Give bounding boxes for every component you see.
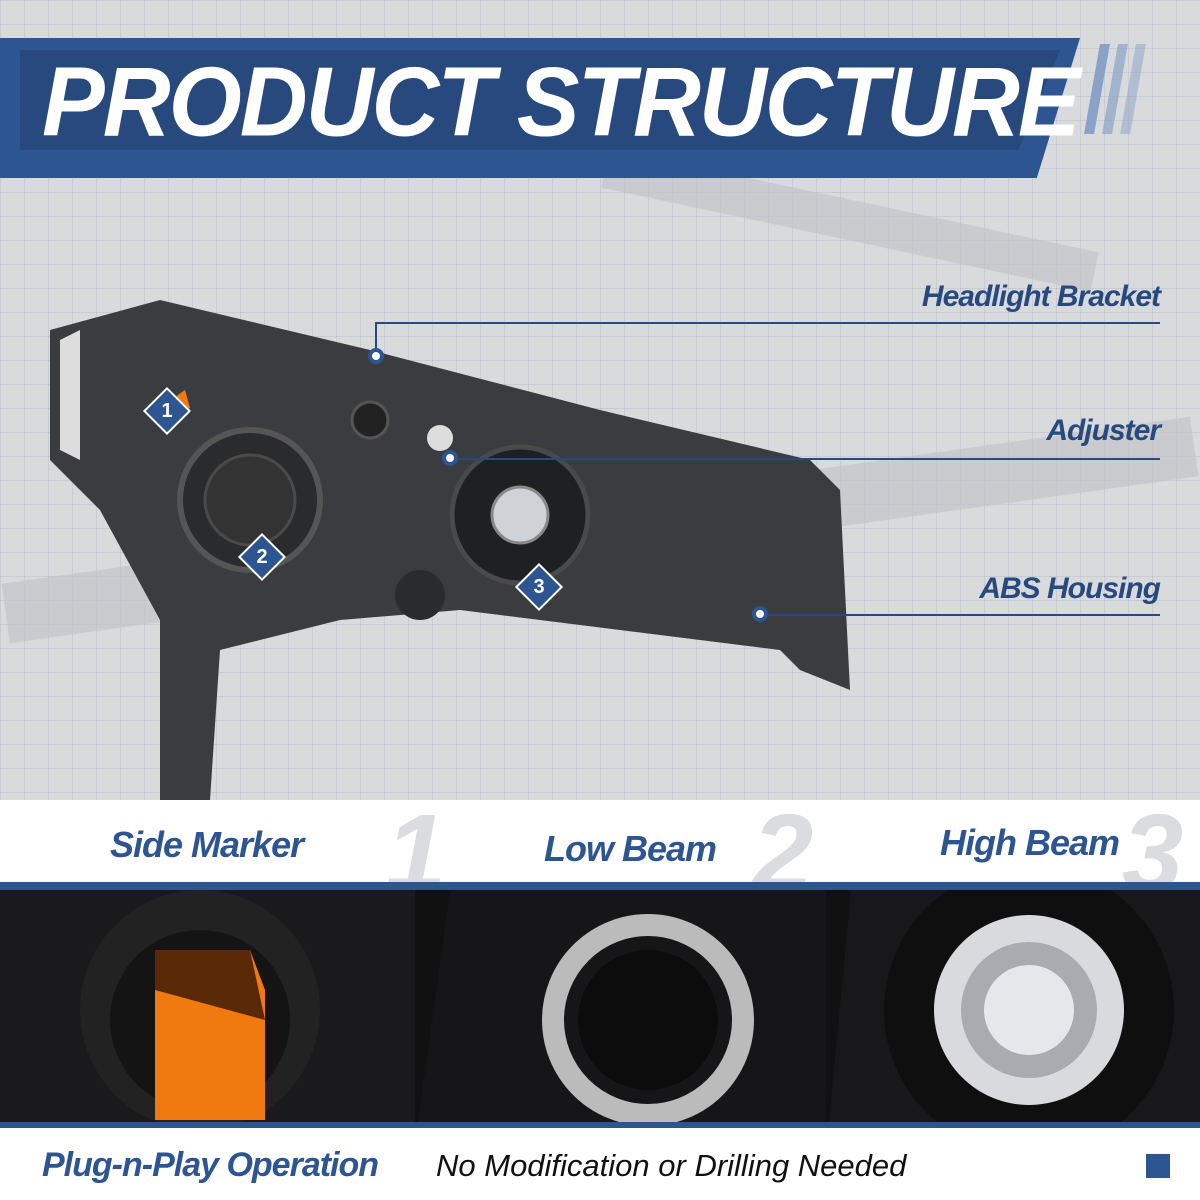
callout-dot: [442, 450, 458, 466]
footer: Plug-n-Play Operation No Modification or…: [0, 1128, 1200, 1200]
callout-dot: [752, 606, 768, 622]
feature-labels-row: 1 2 3 Side Marker Low Beam High Beam: [0, 792, 1200, 915]
callout-line: [375, 322, 1160, 324]
high-beam-photo: [829, 890, 1200, 1122]
footer-subtext: No Modification or Drilling Needed: [436, 1148, 907, 1183]
callout-adjuster: Adjuster: [1046, 414, 1161, 447]
feature-label-high-beam: High Beam: [940, 822, 1120, 863]
title-banner-shadow: [20, 50, 1060, 150]
divider: [0, 1122, 1200, 1128]
callout-dot: [368, 348, 384, 364]
low-beam-photo: [418, 890, 826, 1122]
footer-headline: Plug-n-Play Operation: [42, 1146, 379, 1184]
feature-label-side-marker: Side Marker: [110, 824, 304, 865]
callout-line: [760, 614, 1160, 616]
callout-line: [452, 458, 1160, 460]
headlight-assembly-image: [50, 300, 850, 800]
marker-number: 3: [533, 576, 545, 598]
decorative-square: [1146, 1154, 1170, 1178]
detail-photos: [0, 890, 1200, 1122]
marker-number: 2: [256, 546, 268, 568]
divider: [0, 882, 1200, 890]
marker-number: 1: [161, 400, 173, 422]
callout-headlight-bracket: Headlight Bracket: [921, 280, 1161, 313]
callout-abs-housing: ABS Housing: [979, 572, 1161, 605]
page-title: PRODUCT STRUCTURE: [42, 46, 1081, 157]
callout-line: [375, 322, 377, 356]
side-marker-photo: [0, 890, 415, 1122]
feature-label-low-beam: Low Beam: [544, 828, 717, 869]
